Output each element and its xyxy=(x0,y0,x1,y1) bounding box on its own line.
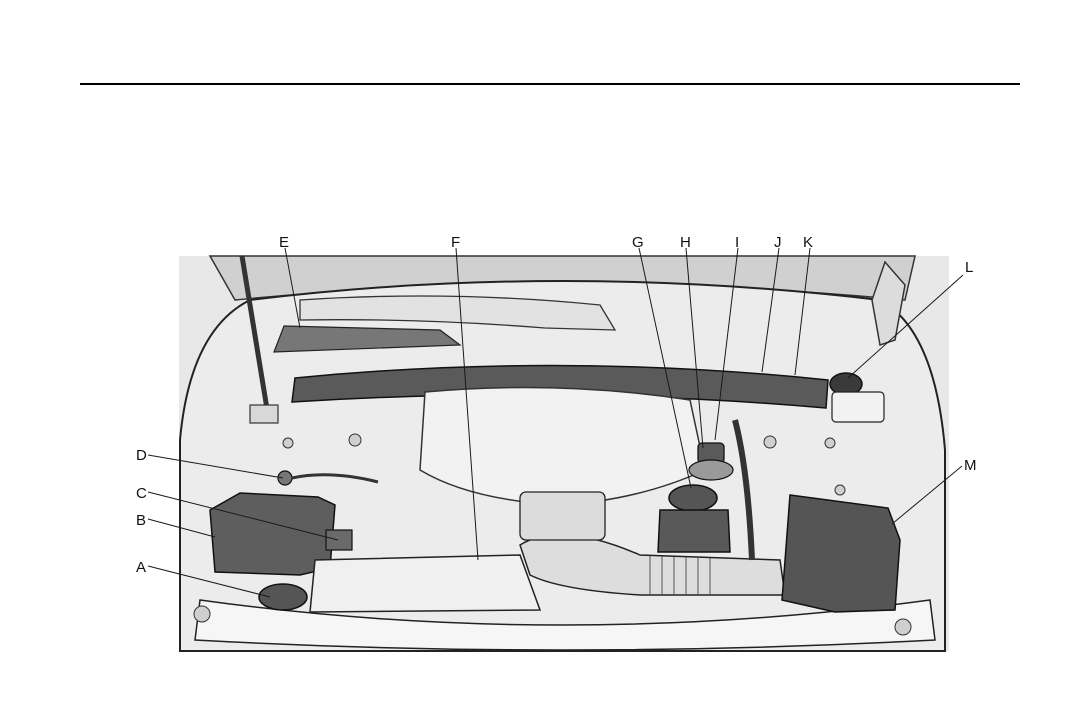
callout-g: G xyxy=(632,234,644,251)
brake-fluid-reservoir xyxy=(689,460,733,480)
callout-m: M xyxy=(964,457,977,474)
callout-f: F xyxy=(451,234,460,251)
callout-k: K xyxy=(803,234,813,251)
front-intake-pipe xyxy=(310,555,540,612)
callout-e: E xyxy=(279,234,289,251)
callout-d: D xyxy=(136,447,147,464)
callout-l: L xyxy=(965,259,973,276)
callout-b: B xyxy=(136,512,146,529)
coolant-reservoir xyxy=(832,392,884,422)
callout-a: A xyxy=(136,559,146,576)
callout-c: C xyxy=(136,485,147,502)
callout-h: H xyxy=(680,234,691,251)
power-steering-reservoir-cap xyxy=(669,485,717,511)
throttle-body xyxy=(520,492,605,540)
power-steering-reservoir xyxy=(658,510,730,552)
callout-i: I xyxy=(735,234,739,251)
callout-j: J xyxy=(774,234,782,251)
air-cleaner-housing xyxy=(782,495,900,612)
prop-rod-bracket xyxy=(250,405,278,423)
washer-fluid-cap xyxy=(259,584,307,610)
battery-terminal xyxy=(326,530,352,550)
